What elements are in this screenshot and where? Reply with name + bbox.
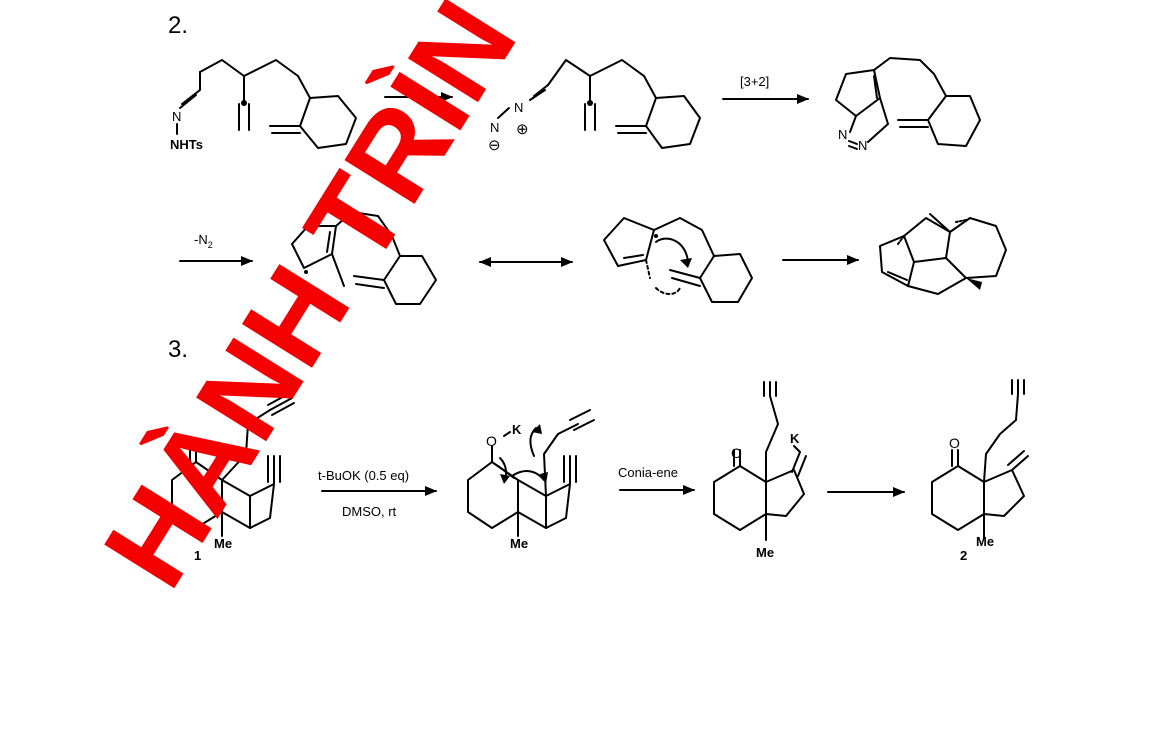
- molecule-radical-intermediate: [603, 217, 753, 303]
- group-Me: Me: [756, 545, 774, 560]
- group-Me: Me: [510, 536, 528, 551]
- loss-of-n2-label: -N2: [194, 232, 213, 250]
- atom-K: K: [790, 431, 800, 446]
- enolate-intermediate: O K Me: [467, 409, 595, 551]
- molecule-diradical: [291, 211, 437, 305]
- atom-O: O: [949, 435, 960, 451]
- conia-ene-label: Conia-ene: [618, 465, 678, 480]
- compound-label-2: 2: [960, 548, 967, 563]
- atom-N: N: [514, 100, 523, 115]
- cycloaddition-label: [3+2]: [740, 74, 769, 89]
- plus-charge: ⊕: [516, 121, 529, 138]
- atom-N: N: [172, 109, 181, 124]
- atom-N: N: [838, 127, 847, 142]
- atom-N: N: [490, 120, 499, 135]
- watermark: HÀNH TRÌN: [78, 0, 541, 609]
- compound-1: O Me 1: [171, 392, 295, 563]
- section-label-2: 2.: [168, 12, 188, 39]
- atom-N: N: [858, 138, 867, 153]
- atom-O: O: [731, 445, 742, 461]
- section-label-3: 3.: [168, 336, 188, 363]
- molecule-pyrazoline: N N: [835, 57, 981, 153]
- reagent-line-1: t-BuOK (0.5 eq): [318, 468, 409, 483]
- compound-2: O Me 2: [931, 379, 1029, 563]
- watermark-text: HÀNH TRÌN: [78, 0, 541, 609]
- molecule-polycyclic-product: [879, 213, 1007, 295]
- minus-charge: ⊖: [488, 137, 501, 154]
- molecule-hydrazone: N NHTs: [170, 59, 357, 152]
- molecule-diazo: N N ⊕ ⊖: [488, 59, 701, 154]
- compound-label-1: 1: [194, 548, 201, 563]
- reagent-line-2: DMSO, rt: [342, 504, 397, 519]
- group-NHTs: NHTs: [170, 137, 203, 152]
- atom-K: K: [512, 422, 522, 437]
- vinyl-potassium-intermediate: O K Me: [713, 381, 807, 560]
- group-Me: Me: [976, 534, 994, 549]
- atom-O: O: [486, 433, 497, 449]
- group-Me: Me: [214, 536, 232, 551]
- atom-O: O: [189, 434, 200, 450]
